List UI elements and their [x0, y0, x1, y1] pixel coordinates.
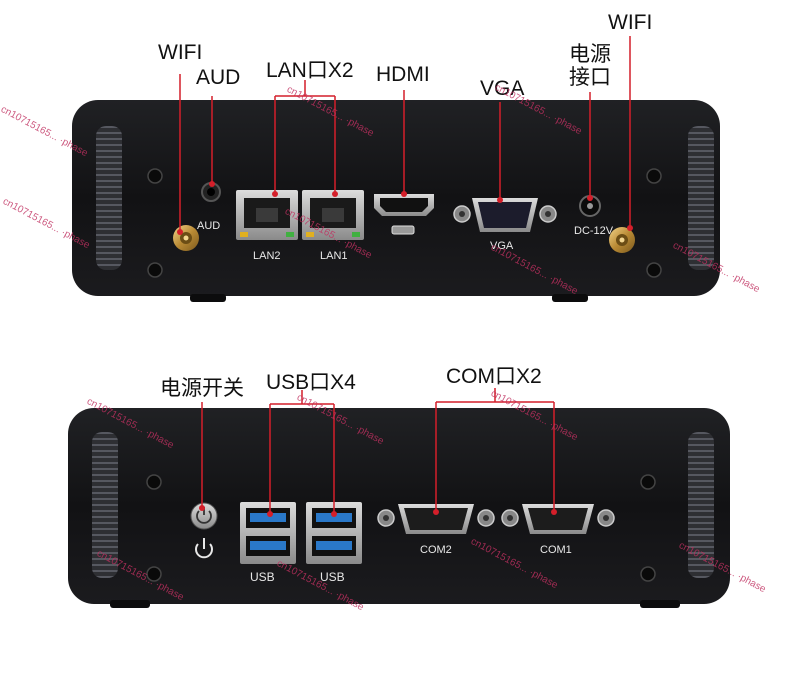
heatsink-left	[92, 432, 118, 578]
com1-port-icon	[501, 504, 615, 534]
usb-right-port-label: USB	[320, 570, 345, 584]
com-callout: COM口X2	[446, 365, 542, 388]
hdmi-callout: HDMI	[376, 63, 430, 86]
mini-port-icon	[391, 225, 415, 235]
wifi-right-callout: WIFI	[608, 11, 653, 34]
heatsink-right	[688, 126, 714, 270]
lan2-port-label: LAN2	[253, 250, 281, 262]
usb-callout: USB口X4	[266, 371, 356, 394]
lan2-port-icon	[236, 190, 298, 240]
lan-callout: LAN口X2	[266, 59, 354, 82]
aud-port-label: AUD	[197, 220, 221, 232]
heatsink-right	[688, 432, 714, 578]
dc-port-label: DC-12V	[574, 225, 614, 237]
com2-port-label: COM2	[420, 544, 452, 556]
vga-port-icon	[453, 198, 557, 232]
aud-callout: AUD	[196, 66, 241, 89]
screw-icon	[146, 474, 162, 490]
screw-icon	[147, 168, 163, 184]
screw-icon	[640, 474, 656, 490]
power-port-callout-line1: 电源	[569, 43, 611, 66]
lan1-port-label: LAN1	[320, 250, 348, 262]
heatsink-left	[96, 126, 122, 270]
power-button-icon	[190, 502, 218, 530]
lan1-port-icon	[302, 190, 364, 240]
power-port-callout-line2: 接口	[569, 66, 611, 89]
bottom-callout-lines	[201, 388, 555, 514]
wifi-antenna-right-icon	[609, 227, 635, 253]
power-symbol-icon	[195, 538, 213, 559]
usb-left-port-label: USB	[250, 570, 275, 584]
screw-icon	[646, 168, 662, 184]
power-switch-callout: 电源开关	[160, 377, 244, 400]
com1-port-label: COM1	[540, 544, 572, 556]
wifi-left-callout: WIFI	[158, 41, 203, 64]
usb-stack-right-icon	[306, 502, 362, 564]
screw-icon	[146, 566, 162, 582]
vga-port-label: VGA	[490, 240, 514, 252]
wifi-antenna-left-icon	[173, 225, 199, 251]
screw-icon	[640, 566, 656, 582]
usb-stack-left-icon	[240, 502, 296, 564]
com2-port-icon	[377, 504, 495, 534]
screw-icon	[646, 262, 662, 278]
top-callout-lines	[179, 36, 631, 232]
screw-icon	[147, 262, 163, 278]
vga-callout: VGA	[480, 77, 525, 100]
hdmi-port-icon	[374, 194, 434, 216]
